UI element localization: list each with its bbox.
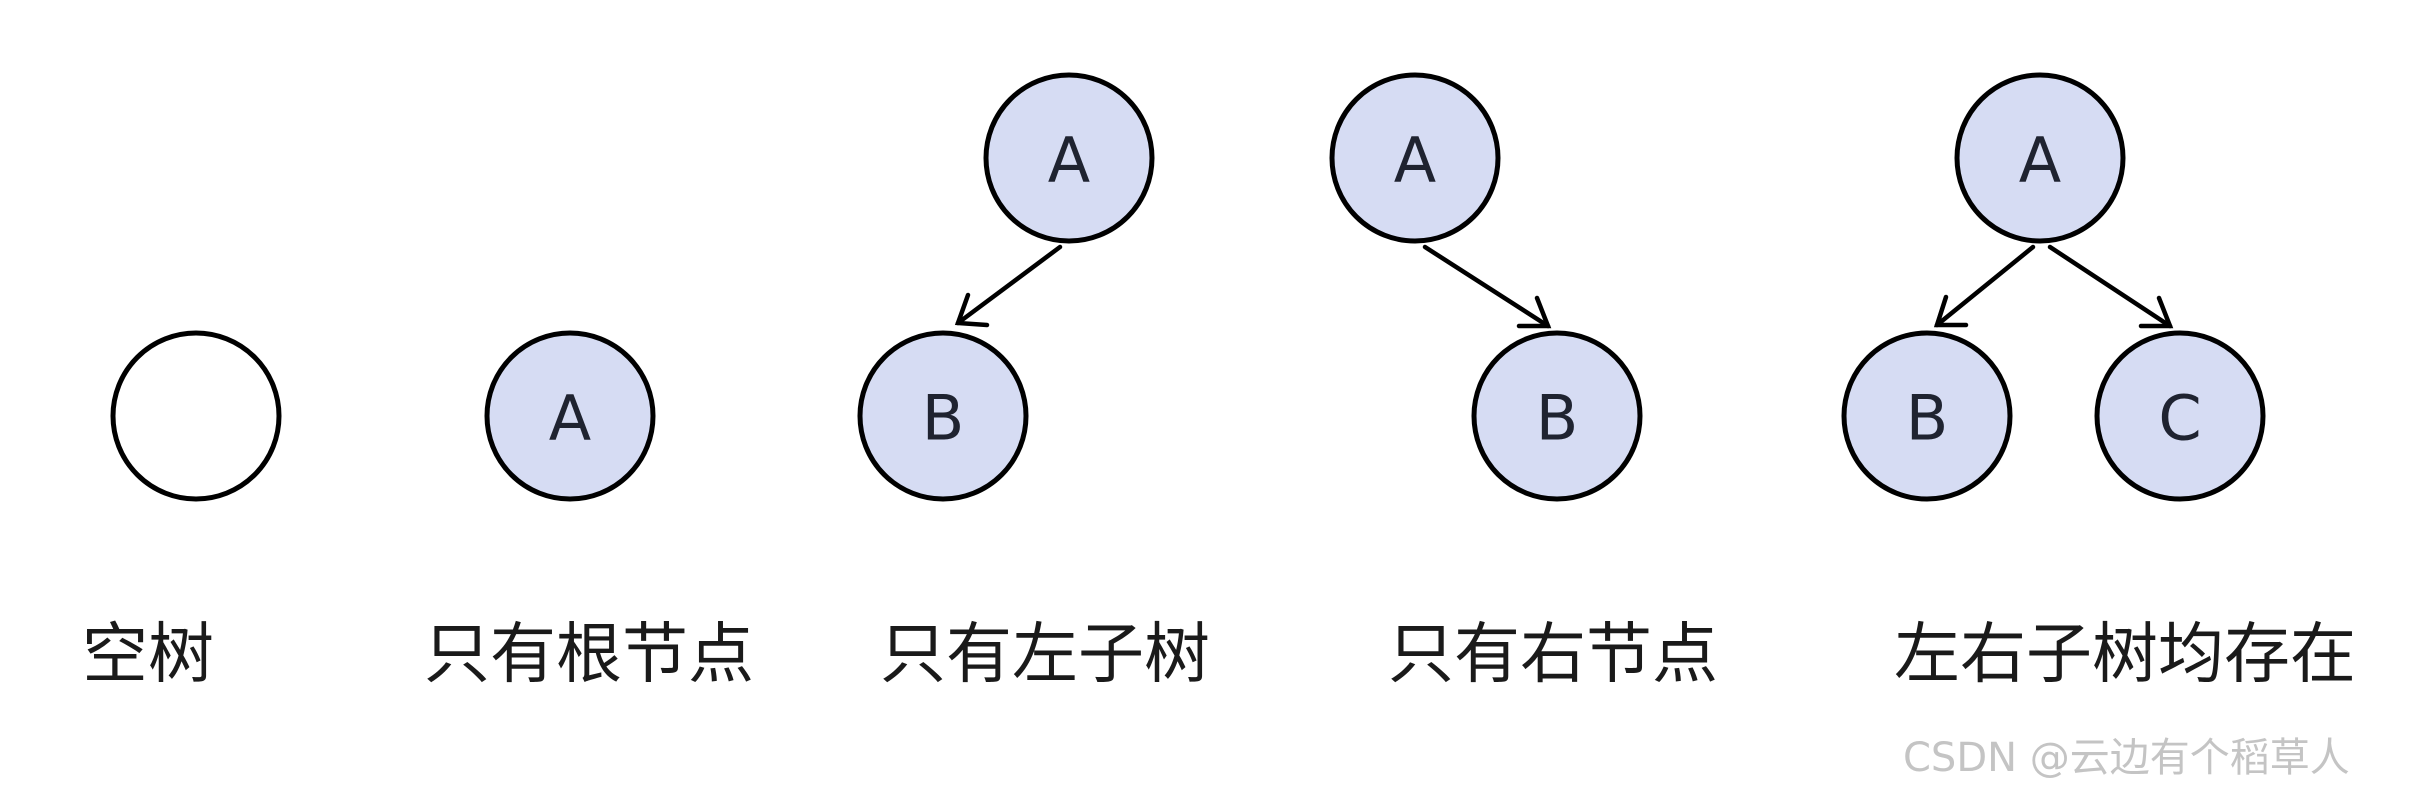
arrowhead-a-to-b	[1933, 294, 1969, 328]
caption-right-node-only: 只有右节点	[1388, 616, 1718, 693]
arrowhead-a-to-b	[1516, 295, 1552, 329]
node-a-circle	[484, 330, 656, 502]
node-b-circle	[1841, 330, 2013, 502]
empty-node	[110, 330, 282, 502]
tree-empty: 空树	[82, 330, 282, 693]
node-a-circle	[1954, 72, 2126, 244]
arrowhead-a-to-b	[954, 292, 990, 328]
node-b-label: B	[922, 382, 965, 455]
caption-left-subtree-only: 只有左子树	[880, 616, 1210, 693]
arrowhead-a-to-c	[2138, 295, 2174, 329]
node-c-label: C	[2158, 382, 2201, 455]
edge-a-to-b	[955, 244, 1063, 326]
node-a-circle	[983, 72, 1155, 244]
tree-right-node-only: A B 只有右节点	[1329, 72, 1718, 693]
tree-root-only: A 只有根节点	[424, 330, 754, 693]
node-a-label: A	[549, 382, 591, 455]
caption-empty-tree: 空树	[82, 616, 214, 693]
node-a-label: A	[1048, 124, 1090, 197]
node-a-label: A	[1394, 124, 1436, 197]
node-b-circle	[1471, 330, 1643, 502]
node-a-label: A	[2019, 124, 2061, 197]
tree-left-subtree-only: A B 只有左子树	[857, 72, 1210, 693]
node-b-label: B	[1906, 382, 1949, 455]
edge-a-to-c	[2047, 244, 2173, 329]
watermark: CSDN @云边有个稻草人	[1903, 735, 2350, 781]
caption-both-subtrees: 左右子树均存在	[1894, 616, 2356, 693]
node-a-circle	[1329, 72, 1501, 244]
node-c-circle	[2094, 330, 2266, 502]
caption-root-only: 只有根节点	[424, 616, 754, 693]
edge-a-to-b	[1422, 244, 1551, 329]
node-b-circle	[857, 330, 1029, 502]
node-b-label: B	[1536, 382, 1579, 455]
tree-both-subtrees: A B C 左右子树均存在	[1841, 72, 2356, 693]
edge-a-to-b	[1934, 244, 2036, 328]
